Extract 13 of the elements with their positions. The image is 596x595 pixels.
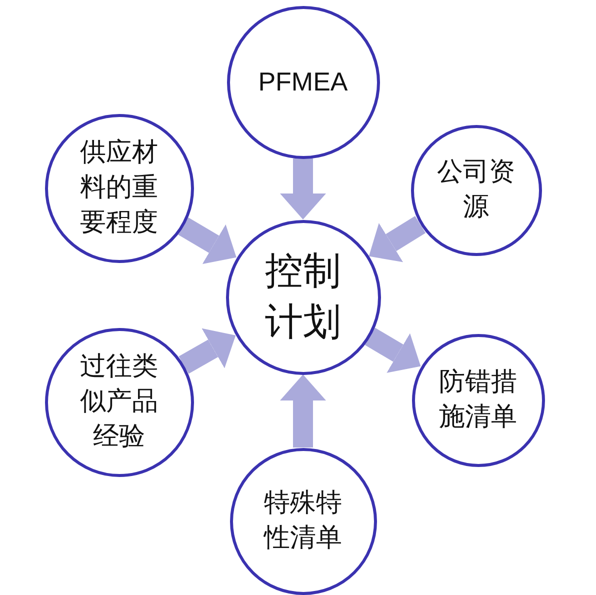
node-label: 特殊特性清单 — [262, 486, 343, 555]
node-label: 供应材料的重要程度 — [79, 136, 159, 240]
block-arrow — [280, 158, 326, 220]
block-arrow — [178, 217, 236, 264]
node-label: 过往类似产品经验 — [79, 350, 159, 454]
node-label: 防错措施清单 — [438, 366, 518, 434]
block-arrow — [364, 328, 421, 373]
block-arrow — [178, 328, 236, 374]
block-arrow — [280, 374, 326, 448]
node-label: PFMEA — [257, 65, 349, 98]
node-label: 控制计划 — [264, 248, 342, 346]
node-label: 公司资源 — [436, 156, 516, 224]
block-arrow — [368, 216, 426, 262]
